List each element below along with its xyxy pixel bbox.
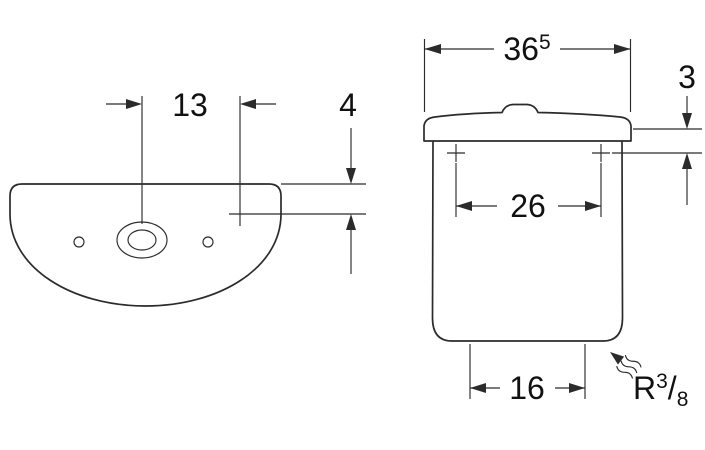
dim-3-arrow-top — [682, 113, 692, 129]
dim-4-label: 4 — [339, 87, 357, 123]
dim-16-label: 16 — [509, 370, 545, 406]
dim-4: 4 — [281, 87, 366, 274]
dim-13-arrow-right — [240, 99, 256, 109]
front-view: 365 3 26 — [423, 31, 702, 411]
dim-3-label: 3 — [678, 59, 696, 95]
mounting-hole-cross-right — [592, 144, 610, 162]
dim-3-arrow-bottom — [682, 153, 692, 169]
dim-365: 365 — [423, 31, 632, 112]
dim-3: 3 — [612, 59, 702, 205]
front-view-body — [431, 140, 624, 342]
dim-365-arrow-right — [614, 44, 631, 54]
dim-365-arrow-left — [424, 44, 441, 54]
hole-cross-top-view — [229, 96, 366, 226]
dim-16: 16 — [469, 344, 586, 406]
supply-thread-label: R3/8 — [633, 370, 688, 411]
flush-button-inner — [127, 229, 157, 251]
dim-13-label: 13 — [172, 87, 208, 123]
dim-16-arrow-right — [569, 383, 585, 393]
dim-4-arrow-bottom — [346, 214, 356, 230]
dim-26-arrow-right — [585, 201, 601, 211]
top-view: 13 4 — [9, 87, 366, 307]
mounting-hole-cross-left — [447, 144, 465, 162]
front-view-lid — [423, 103, 632, 142]
dim-16-arrow-left — [470, 383, 486, 393]
supply-direction-icon — [610, 352, 642, 379]
dim-26-arrow-left — [456, 201, 472, 211]
dim-4-arrow-top — [346, 168, 356, 184]
screw-hole-left — [73, 236, 85, 248]
screw-hole-right — [202, 236, 214, 248]
dim-365-label: 365 — [503, 31, 550, 67]
dim-26-label: 26 — [510, 188, 546, 224]
top-view-outline — [9, 183, 282, 307]
dim-13-arrow-left — [126, 99, 142, 109]
dim-13: 13 — [106, 87, 276, 224]
dim-26: 26 — [455, 163, 602, 224]
